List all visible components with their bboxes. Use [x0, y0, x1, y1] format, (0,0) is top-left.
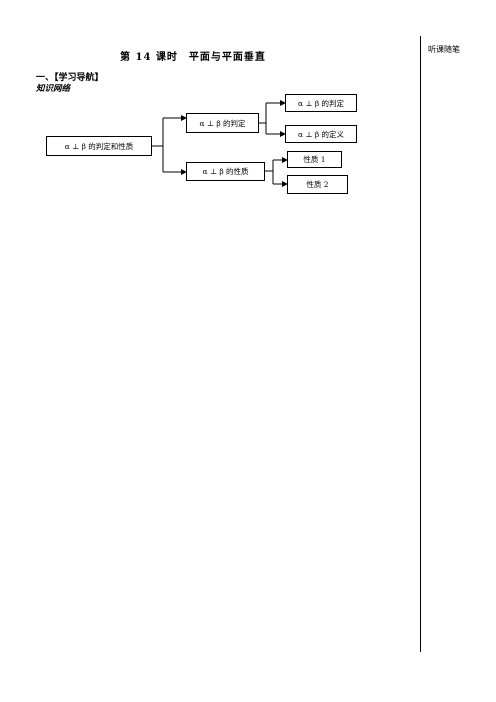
sidebar-label: 听课随笔 [428, 45, 460, 54]
subsection-heading: 知识网络 [36, 84, 71, 94]
leaf-definition-node: α ⊥ β 的定义 [285, 125, 357, 143]
lesson-title: 第 14 课时 平面与平面垂直 [120, 52, 266, 63]
leaf-property2-node: 性质 2 [287, 175, 348, 194]
leaf-judgment-node: α ⊥ β 的判定 [285, 94, 357, 112]
section-heading: 一、【学习导航】 [36, 73, 104, 83]
leaf-property1-node: 性质 1 [287, 151, 342, 168]
sidebar-divider [420, 36, 421, 652]
branch-property-node: α ⊥ β 的性质 [186, 162, 265, 181]
root-node: α ⊥ β 的判定和性质 [46, 136, 152, 156]
branch-judgment-node: α ⊥ β 的判定 [186, 113, 259, 133]
